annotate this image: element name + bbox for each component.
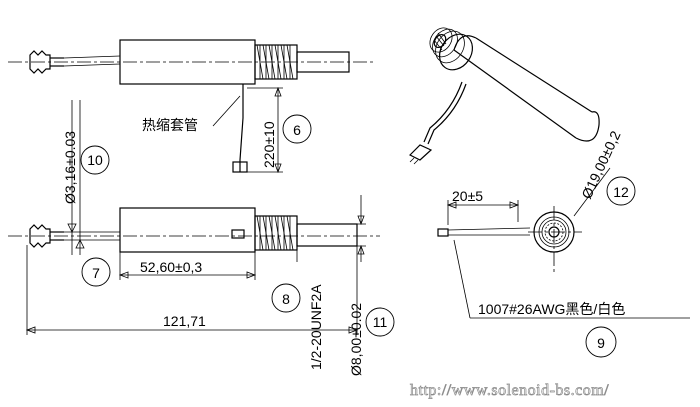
- top-view: 220±10 热缩套管 6: [8, 39, 375, 174]
- connector-plug: [29, 50, 51, 74]
- overall-length-label: 121,71: [163, 313, 206, 329]
- callout-9: 9: [597, 335, 605, 351]
- end-view: 20±5 Ø19,00±0,2 12 1007#26AWG黑色/白色 9: [437, 128, 690, 358]
- thread-section-side: [254, 215, 298, 251]
- callout-12: 12: [613, 184, 629, 200]
- callout-11: 11: [373, 314, 388, 330]
- plunger-side: [296, 223, 358, 247]
- lead-offset-label: 20±5: [452, 188, 483, 204]
- wire-spec-label: 1007#26AWG黑色/白色: [478, 301, 625, 317]
- isometric-thread: [429, 27, 474, 71]
- callout-6: 6: [293, 122, 301, 138]
- callout-10: 10: [87, 152, 103, 168]
- isometric-view: [408, 27, 600, 165]
- outer-dia-small-label: Ø3,16±0.03: [62, 131, 78, 204]
- body-length-label: 52,60±0,3: [140, 259, 202, 275]
- connector-plug-side: [29, 224, 51, 248]
- heat-shrink-label: 热缩套管: [142, 118, 198, 134]
- thread-label: 1/2-20UNF2A: [308, 284, 324, 370]
- side-view: Ø3,16±0.03 10 52,60±0,3 7 121,71 1/2-20U…: [8, 100, 395, 376]
- callout-7: 7: [92, 265, 100, 281]
- callout-8: 8: [282, 291, 290, 307]
- plunger-top: [296, 51, 350, 73]
- wire-length-label: 220±10: [261, 121, 277, 168]
- watermark-url: http://www.solenoid-bs.com/: [410, 382, 609, 399]
- plunger-dia-label: Ø8,00±0.02: [348, 303, 364, 376]
